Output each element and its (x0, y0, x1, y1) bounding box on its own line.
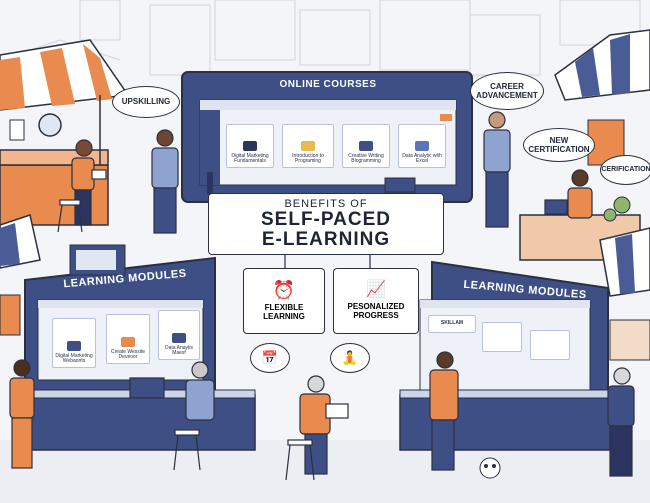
code-icon (301, 140, 315, 151)
people (9, 111, 635, 481)
bubble-certification-partial: CERIFICATION (600, 155, 650, 185)
course-card-label: Data Analytic with Excel (402, 152, 442, 165)
module-card[interactable]: Data Anaytis Maesf (158, 310, 200, 360)
bubble-certification: NEW CERTIFICATION (523, 128, 595, 162)
connectors (284, 255, 371, 268)
course-card[interactable]: Data Analytic with Excel (398, 124, 446, 168)
clock-icon: ⏰ (272, 280, 296, 300)
stall-mid-left (0, 214, 41, 336)
laptop-icon (359, 140, 373, 151)
benefit-personalized: 📈 PESONALIZED PROGRESS (333, 268, 419, 334)
course-card[interactable]: Digital Marketing Fundamentals (226, 124, 274, 168)
background-buildings (0, 0, 641, 76)
benefit-label: FLEXIBLE LEARNING (263, 303, 305, 321)
spreadsheet-icon (415, 140, 429, 151)
stall-top-left (0, 39, 130, 226)
course-card-label: Digital Marketing Fundamentals (231, 152, 269, 165)
benefit-flexible: ⏰ FLEXIBLE LEARNING (243, 268, 325, 334)
stall-mid-right (599, 227, 650, 361)
person-icon: 🧘 (341, 349, 359, 365)
headline-line1: BENEFITS OF (284, 198, 368, 211)
online-courses-title: ONLINE COURSES (279, 79, 377, 90)
module-card-label: SKILLAM (440, 320, 464, 327)
module-card[interactable]: Create Wessite Deveoor (106, 314, 150, 364)
course-card-label: Creative Writing Blogramming (348, 152, 384, 165)
module-icon (121, 336, 135, 347)
module-card-label: Create Wessite Deveoor (110, 348, 146, 361)
chart-icon: 📈 (366, 281, 386, 298)
module-card-label: Data Anaytis Maesf (164, 344, 194, 357)
calendar-icon: 📅 (261, 349, 279, 365)
module-card[interactable] (482, 322, 522, 352)
decorations (479, 196, 631, 479)
benefit-label: PESONALIZED PROGRESS (347, 302, 405, 320)
person-bubble: 🧘 (330, 343, 370, 373)
bubble-upskilling: UPSKILLING (112, 86, 180, 118)
course-card[interactable]: Introduction to Programing (282, 124, 334, 168)
headline-panel: BENEFITS OF SELF-PACED E-LEARNING (208, 193, 444, 255)
course-card[interactable]: Creative Writing Blogramming (342, 124, 390, 168)
module-icon (172, 332, 186, 343)
bubble-career: CAREER ADVANCEMENT (470, 72, 544, 110)
calendar-bubble: 📅 (250, 343, 290, 373)
module-card-label: Digital Marketing Webaonts (55, 352, 93, 365)
course-card-label: Introduction to Programing (292, 152, 324, 165)
module-card[interactable]: Digital Marketing Webaonts (52, 318, 96, 368)
headline-line3: E-LEARNING (261, 229, 391, 250)
headline-line2: SELF-PACED (261, 209, 391, 231)
module-card[interactable] (530, 330, 570, 360)
module-icon (67, 340, 81, 351)
module-card[interactable]: SKILLAM (428, 315, 476, 333)
graduation-cap-icon (243, 140, 257, 151)
